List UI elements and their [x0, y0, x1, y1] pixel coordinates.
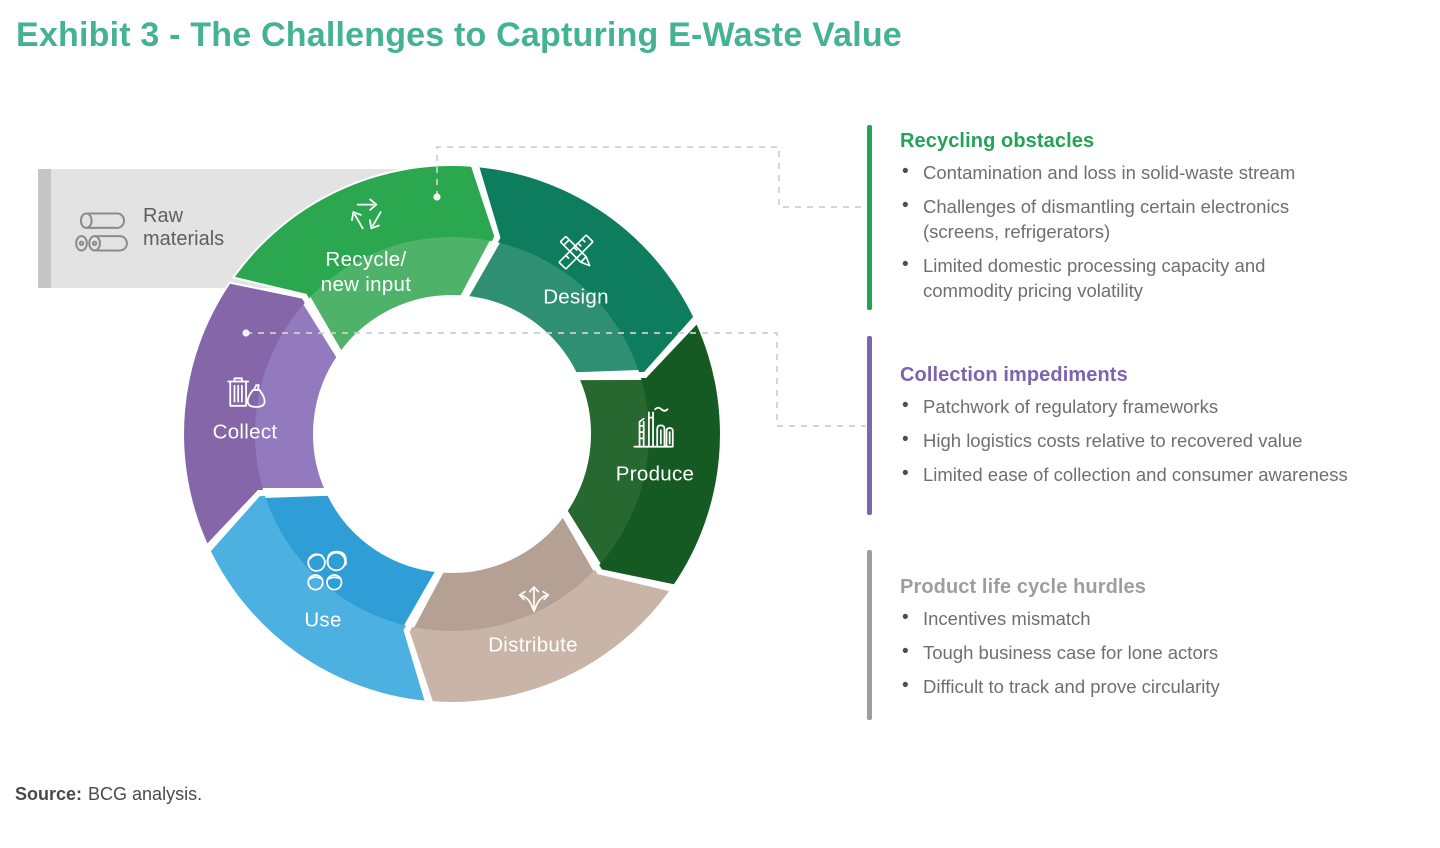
bullet-item: Tough business case for lone actors [900, 639, 1412, 665]
recycle-icon [340, 188, 394, 242]
exhibit-title: Exhibit 3 - The Challenges to Capturing … [16, 16, 902, 54]
connector-dot [242, 329, 250, 337]
segment-label-distribute: Distribute [488, 633, 578, 657]
panel-heading: Collection impediments [900, 364, 1128, 386]
panel-bullet-list: Incentives mismatchTough business case f… [900, 605, 1412, 699]
panel-accent-bar [867, 336, 872, 515]
connector-collect-to-collection-impediments [246, 332, 866, 427]
panel-bullet-list: Patchwork of regulatory frameworksHigh l… [900, 393, 1412, 487]
cycle-segment-design [462, 165, 696, 377]
segment-label-use: Use [304, 608, 342, 632]
bullet-item: Difficult to track and prove circularity [900, 673, 1412, 699]
segment-label-collect: Collect [212, 420, 278, 444]
panel-heading: Recycling obstacles [900, 130, 1095, 152]
segment-label-recycle: Recycle/ new input [320, 248, 412, 296]
source-text: BCG analysis. [88, 784, 203, 804]
cycle-segment-use [208, 491, 442, 703]
bullet-item: Challenges of dismantling certain electr… [900, 193, 1412, 244]
panel-heading: Product life cycle hurdles [900, 576, 1147, 598]
produce-icon [625, 401, 679, 455]
bullet-item: Contamination and loss in solid-waste st… [900, 159, 1412, 185]
panel-product-life-cycle-hurdles: Product life cycle hurdles Incentives mi… [867, 550, 1412, 720]
segment-label-design: Design [543, 285, 609, 309]
source-label: Source: [15, 784, 83, 804]
logs-icon [66, 198, 128, 260]
bullet-item: Patchwork of regulatory frameworks [900, 393, 1412, 419]
raw-materials-label: Raw materials [143, 205, 225, 250]
bullet-item: Incentives mismatch [900, 605, 1412, 631]
bullet-item: Limited ease of collection and consumer … [900, 461, 1412, 487]
cycle-segment-recycle [231, 164, 497, 358]
panel-bullet-list: Contamination and loss in solid-waste st… [900, 159, 1412, 303]
segment-label-produce: Produce [615, 462, 695, 486]
panel-recycling-obstacles: Recycling obstacles Contamination and lo… [867, 125, 1412, 312]
connector-recycle-to-recycling-obstacles [436, 146, 866, 208]
source-line: Source:BCG analysis. [15, 784, 202, 805]
use-icon [301, 547, 355, 601]
connector-dot [433, 193, 441, 201]
bullet-item: Limited domestic processing capacity and… [900, 252, 1412, 303]
design-icon [551, 227, 601, 277]
raw-materials-accent-bar [38, 169, 51, 288]
panel-accent-bar [867, 125, 872, 310]
distribute-icon [509, 571, 559, 621]
bullet-item: High logistics costs relative to recover… [900, 427, 1412, 453]
panel-collection-impediments: Collection impediments Patchwork of regu… [867, 336, 1412, 515]
collect-icon [217, 364, 272, 419]
panel-accent-bar [867, 550, 872, 720]
cycle-segment-distribute [407, 510, 673, 704]
cycle-segment-produce [563, 321, 722, 587]
